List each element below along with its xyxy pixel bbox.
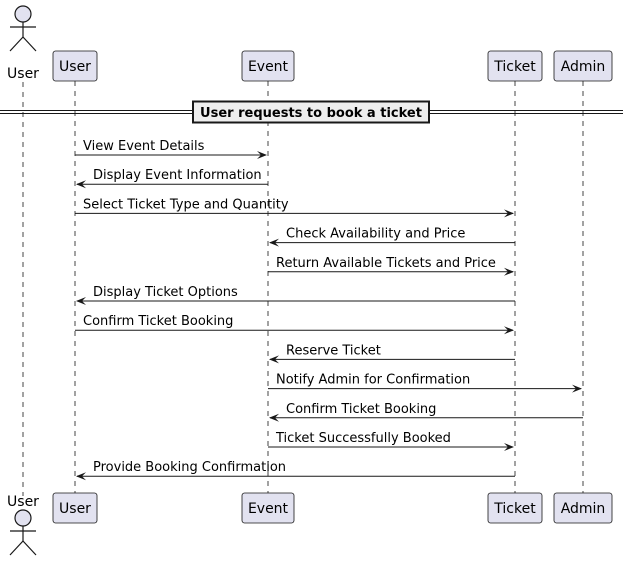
participant-heads-bottom: User User Event Ticket Admin	[7, 492, 613, 556]
arrowhead-icon	[257, 151, 267, 159]
message-label: Reserve Ticket	[286, 343, 381, 358]
participant-event-bottom: Event	[241, 492, 295, 524]
message-label: Display Ticket Options	[93, 285, 238, 300]
section-divider: User requests to book a ticket	[0, 100, 623, 124]
participant-label: Admin	[561, 501, 606, 517]
message: Notify Admin for Confirmation	[268, 373, 582, 393]
participant-label: User	[59, 501, 91, 517]
participant-admin-top: Admin	[553, 50, 613, 82]
message-label: Return Available Tickets and Price	[276, 256, 496, 271]
participant-label: Ticket	[493, 59, 536, 75]
arrowhead-icon	[572, 384, 582, 393]
arrowhead-icon	[504, 326, 514, 335]
arrowhead-icon	[269, 413, 279, 422]
arrowhead-icon	[504, 209, 514, 218]
participant-label: Ticket	[493, 501, 536, 517]
participant-box	[487, 492, 543, 524]
message: Reserve Ticket	[269, 343, 515, 364]
message: Return Available Tickets and Price	[268, 256, 514, 276]
divider-label: User requests to book a ticket	[200, 106, 422, 121]
message-label: Display Event Information	[93, 168, 262, 183]
participant-box	[52, 50, 98, 82]
arrowhead-icon	[76, 297, 86, 305]
message-label: Select Ticket Type and Quantity	[83, 197, 289, 212]
actor-leg-right	[22, 540, 37, 556]
arrowhead-icon	[504, 443, 514, 451]
arrowhead-icon	[269, 355, 279, 364]
message: Display Ticket Options	[76, 285, 515, 305]
actor-leg-left	[9, 540, 24, 556]
message: Check Availability and Price	[269, 227, 515, 247]
message: Provide Booking Confirmation	[76, 460, 515, 481]
divider-label-box	[192, 100, 430, 124]
participant-box	[553, 50, 613, 82]
participant-box	[553, 492, 613, 524]
participant-label: Event	[248, 501, 289, 517]
message-label: Confirm Ticket Booking	[83, 314, 233, 329]
participant-event-top: Event	[241, 50, 295, 82]
actor-top: User	[7, 5, 39, 82]
message: Confirm Ticket Booking	[75, 314, 514, 335]
participant-box	[52, 492, 98, 524]
message: Select Ticket Type and Quantity	[75, 197, 514, 218]
participant-box	[241, 50, 295, 82]
participant-ticket-top: Ticket	[487, 50, 543, 82]
message-label: Check Availability and Price	[286, 227, 465, 242]
arrowhead-icon	[76, 472, 86, 481]
participant-user-bottom: User	[52, 492, 98, 524]
participant-admin-bottom: Admin	[553, 492, 613, 524]
message: Display Event Information	[76, 168, 268, 189]
participant-ticket-bottom: Ticket	[487, 492, 543, 524]
message: Ticket Successfully Booked	[268, 431, 514, 451]
message-label: View Event Details	[83, 139, 205, 154]
actor-head-icon	[14, 509, 32, 527]
actor-label: User	[7, 66, 39, 82]
participant-box	[487, 50, 543, 82]
arrowhead-icon	[76, 180, 86, 189]
participant-heads-top: User User Event Ticket Admin	[7, 5, 613, 82]
arrowhead-icon	[269, 238, 279, 247]
actor-bottom: User	[7, 494, 39, 556]
participant-label: Admin	[561, 59, 606, 75]
message-label: Notify Admin for Confirmation	[276, 373, 470, 388]
actor-label: User	[7, 494, 39, 510]
participant-label: User	[59, 59, 91, 75]
message-label: Ticket Successfully Booked	[275, 431, 451, 446]
message-label: Provide Booking Confirmation	[93, 460, 286, 475]
message: View Event Details	[75, 139, 267, 159]
message: Confirm Ticket Booking	[269, 402, 583, 422]
arrowhead-icon	[504, 267, 514, 276]
participant-label: Event	[248, 59, 289, 75]
participant-user-top: User	[52, 50, 98, 82]
actor-leg-right	[22, 36, 37, 52]
actor-leg-left	[9, 36, 24, 52]
message-label: Confirm Ticket Booking	[286, 402, 436, 417]
actor-head-icon	[14, 5, 32, 23]
participant-box	[241, 492, 295, 524]
lifelines	[22, 81, 584, 496]
